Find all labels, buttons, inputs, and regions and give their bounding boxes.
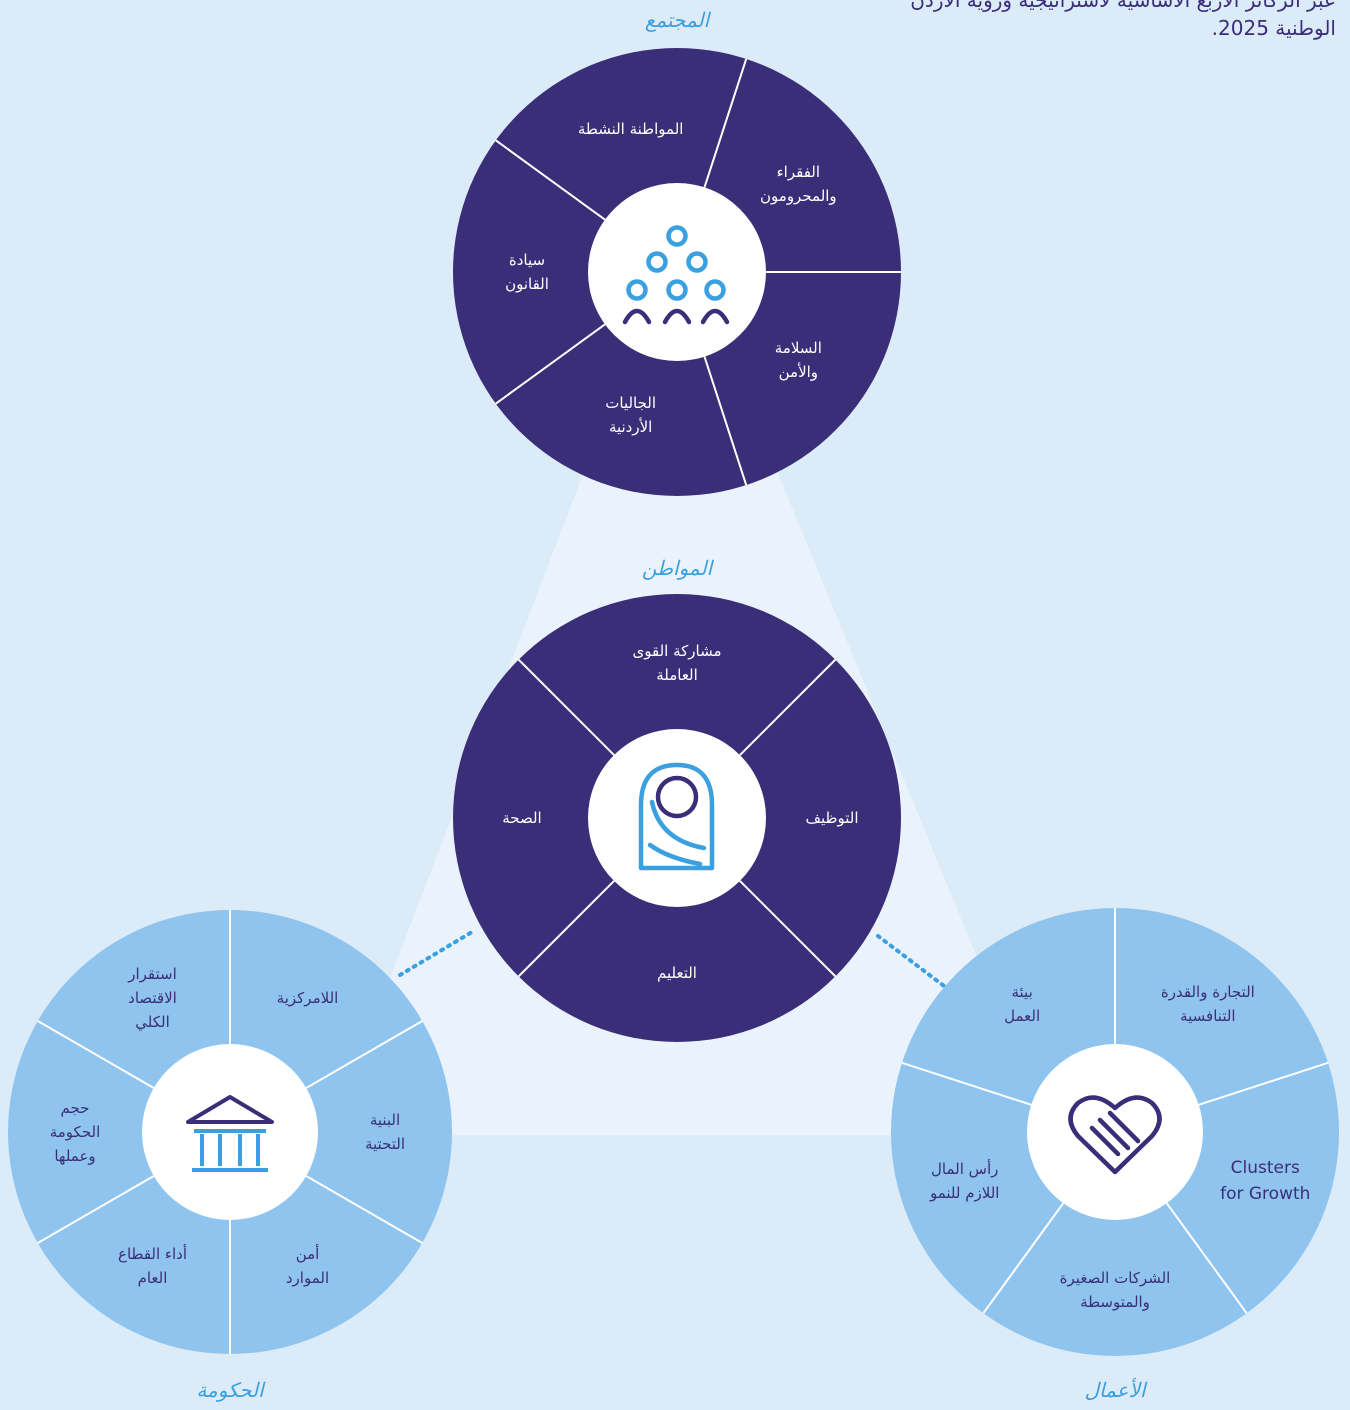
society-segment-5-line-1: المواطنة النشطة bbox=[577, 120, 684, 139]
society-segment-4-line-2: القانون bbox=[505, 275, 549, 293]
government-segment-5-line-1: حجم bbox=[60, 1099, 90, 1117]
people-pyramid-icon bbox=[622, 225, 730, 325]
business-segment-5-line-2: العمل bbox=[1004, 1007, 1041, 1026]
citizen-divider-3 bbox=[517, 880, 615, 978]
government-dividers bbox=[37, 910, 423, 1354]
government-segment-6-line-2: الاقتصاد bbox=[128, 988, 177, 1007]
business-title: الأعمال bbox=[1084, 1378, 1146, 1402]
citizen-segment-label-3: التعليم bbox=[602, 961, 752, 985]
connector-dots-left bbox=[398, 930, 474, 977]
intro-line-1: عبر الركائز الأربع الأساسية لاستراتيجية … bbox=[910, 0, 1336, 12]
business-segment-1-line-1: التجارة والقدرة bbox=[1160, 983, 1255, 1002]
society-divider-5 bbox=[703, 58, 748, 188]
citizen-dividers bbox=[517, 658, 837, 978]
society-segment-2-line-2: والأمن bbox=[778, 363, 819, 382]
government-segment-3-line-2: الموارد bbox=[285, 1269, 330, 1288]
society-title: المجتمع bbox=[644, 8, 710, 32]
business-segment-label-5: بيئة العمل bbox=[947, 980, 1097, 1028]
government-segment-label-4: أداء القطاع العام bbox=[78, 1242, 228, 1290]
business-segment-label-2: Clusters for Growth bbox=[1190, 1155, 1340, 1207]
business-segment-2-line-1: Clusters bbox=[1230, 1157, 1300, 1178]
government-segment-5-line-2: الحكومة bbox=[49, 1123, 101, 1141]
business-divider-3 bbox=[1165, 1202, 1248, 1314]
business-segment-2-line-2: for Growth bbox=[1220, 1183, 1311, 1204]
society-segment-label-4: سيادة القانون bbox=[452, 248, 602, 296]
government-segment-label-2: البنية التحتية bbox=[310, 1108, 460, 1156]
handshake-heart-icon bbox=[1068, 1095, 1162, 1175]
citizen-segment-label-2: التوظيف bbox=[757, 806, 907, 830]
government-segment-label-5: حجم الحكومة وعملها bbox=[0, 1096, 150, 1168]
connector-dots-right bbox=[876, 934, 946, 988]
intro-line-2: الوطنية 2025. bbox=[1211, 16, 1336, 40]
society-wheel bbox=[453, 48, 901, 496]
business-divider-5 bbox=[901, 1061, 1032, 1106]
government-building-icon bbox=[186, 1095, 274, 1172]
business-segment-label-1: التجارة والقدرة التنافسية bbox=[1133, 980, 1283, 1028]
government-segment-4-line-1: أداء القطاع bbox=[118, 1245, 187, 1264]
government-segment-5-line-3: وعملها bbox=[54, 1147, 96, 1165]
government-divider-5 bbox=[37, 1175, 155, 1244]
business-segment-label-3: الشركات الصغيرة والمتوسطة bbox=[1040, 1266, 1190, 1314]
business-wheel bbox=[891, 908, 1339, 1356]
government-wheel bbox=[8, 910, 452, 1354]
citizen-title: المواطن bbox=[641, 556, 713, 580]
government-segment-6-line-3: الكلي bbox=[135, 1012, 170, 1031]
society-divider-4 bbox=[495, 139, 606, 221]
government-segment-label-1: اللامركزية bbox=[233, 986, 383, 1010]
society-segment-1-line-1: الفقراء bbox=[776, 162, 821, 181]
business-divider-2 bbox=[1198, 1061, 1329, 1106]
citizen-segment-3-line-1: التعليم bbox=[657, 964, 697, 982]
citizen-divider-4 bbox=[517, 658, 615, 756]
business-segment-5-line-1: بيئة bbox=[1011, 983, 1033, 1002]
society-segment-label-2: السلامة والأمن bbox=[723, 336, 873, 384]
business-segment-3-line-1: الشركات الصغيرة bbox=[1059, 1269, 1171, 1287]
veiled-person-icon bbox=[638, 762, 715, 871]
government-divider-2 bbox=[305, 1020, 423, 1089]
business-segment-label-4: رأس المال اللازم للنمو bbox=[890, 1157, 1040, 1205]
society-segment-label-1: الفقراء والمحرومون bbox=[723, 160, 873, 208]
business-divider-4 bbox=[982, 1202, 1065, 1314]
business-dividers bbox=[901, 908, 1329, 1314]
citizen-divider-1 bbox=[739, 658, 837, 756]
government-segment-1-line-1: اللامركزية bbox=[276, 988, 339, 1007]
business-segment-4-line-1: رأس المال bbox=[931, 1159, 999, 1178]
society-segment-label-5: المواطنة النشطة bbox=[556, 117, 706, 141]
government-segment-2-line-1: البنية bbox=[369, 1111, 401, 1129]
government-divider-6 bbox=[37, 1020, 155, 1089]
business-segment-3-line-2: والمتوسطة bbox=[1080, 1293, 1150, 1311]
citizen-segment-1-line-1: مشاركة القوى bbox=[632, 642, 722, 660]
government-divider-3 bbox=[305, 1175, 423, 1244]
citizen-divider-2 bbox=[739, 880, 837, 978]
citizen-segment-4-line-1: الصحة bbox=[502, 809, 542, 827]
society-segment-2-line-1: السلامة bbox=[774, 339, 822, 358]
society-segment-3-line-2: الأردنية bbox=[608, 417, 653, 436]
government-segment-label-6: استقرار الاقتصاد الكلي bbox=[78, 962, 228, 1034]
citizen-segment-label-1: مشاركة القوى العاملة bbox=[602, 639, 752, 687]
society-divider-2 bbox=[703, 356, 748, 486]
society-dividers bbox=[495, 58, 901, 486]
government-segment-label-3: أمن الموارد bbox=[233, 1242, 383, 1290]
citizen-wheel bbox=[453, 594, 901, 1042]
society-divider-3 bbox=[495, 323, 606, 405]
citizen-segment-2-line-1: التوظيف bbox=[805, 809, 859, 827]
society-segment-4-line-1: سيادة bbox=[508, 251, 546, 269]
business-segment-4-line-2: اللازم للنمو bbox=[929, 1183, 1000, 1202]
society-segment-label-3: الجاليات الأردنية bbox=[556, 391, 706, 439]
society-icon-disc bbox=[588, 183, 766, 361]
government-segment-3-line-1: أمن bbox=[295, 1245, 320, 1264]
intro-text: عبر الركائز الأربع الأساسية لاستراتيجية … bbox=[876, 0, 1336, 42]
government-segment-6-line-1: استقرار bbox=[128, 964, 177, 983]
government-segment-4-line-2: العام bbox=[137, 1269, 168, 1288]
society-segment-3-line-1: الجاليات bbox=[605, 393, 657, 412]
government-title: الحكومة bbox=[196, 1378, 264, 1402]
citizen-segment-label-4: الصحة bbox=[447, 806, 597, 830]
government-segment-2-line-2: التحتية bbox=[364, 1135, 406, 1153]
society-segment-1-line-2: والمحرومون bbox=[760, 186, 837, 205]
citizen-segment-1-line-2: العاملة bbox=[656, 666, 698, 684]
business-segment-1-line-2: التنافسية bbox=[1180, 1007, 1236, 1026]
